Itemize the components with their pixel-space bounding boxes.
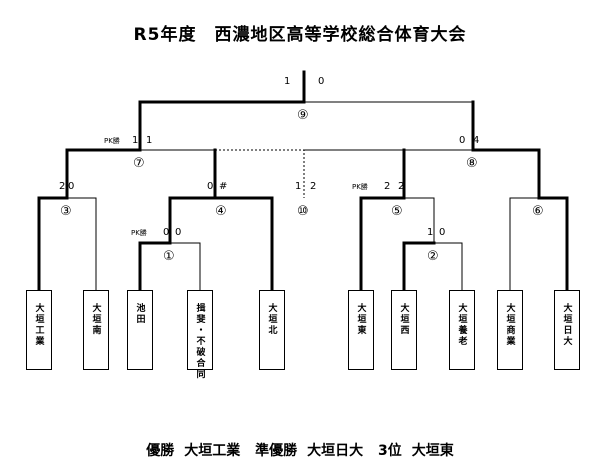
runner-up-team: 大垣日大 (307, 443, 364, 459)
match-label-10: ⑩ (297, 204, 309, 219)
score-m3-left: 2 (59, 181, 66, 192)
match-label-4: ④ (215, 204, 227, 219)
score-m2-right: 0 (439, 227, 446, 238)
team-box: 大垣工業 (26, 290, 52, 370)
team-name: 大垣南 (90, 303, 101, 336)
bracket-m10-dashed (215, 149, 305, 198)
score-m3-right: 0 (68, 181, 75, 192)
team-name: 大垣商業 (504, 303, 515, 347)
team-name: 池田 (134, 303, 145, 325)
runner-up-label: 準優勝 (255, 443, 298, 459)
match-label-5: ⑤ (391, 204, 403, 219)
match-label-2: ② (427, 249, 439, 264)
score-m1-left: 0 (163, 227, 170, 238)
match-label-6: ⑥ (532, 204, 544, 219)
score-m2-left: 1 (427, 227, 434, 238)
pk-note-m7: PK勝 (104, 137, 120, 145)
page-title: R5年度 西濃地区高等学校総合体育大会 (133, 25, 467, 45)
score-m5-right: 2 (398, 181, 405, 192)
team-box: 大垣日大 (554, 290, 580, 370)
match-label-3: ③ (60, 204, 72, 219)
team-box: 池田 (127, 290, 153, 370)
winner-team: 大垣工業 (184, 443, 241, 459)
team-name: 大垣北 (266, 303, 277, 336)
score-m4-right: # (219, 181, 228, 192)
score-m9-right: 0 (318, 76, 325, 87)
pk-note-m5: PK勝 (352, 183, 368, 191)
third-place-label: 3位 (378, 443, 402, 459)
team-box: 大垣東 (348, 290, 374, 370)
team-box: 大垣南 (83, 290, 109, 370)
winner-label: 優勝 (146, 443, 175, 459)
team-box: 大垣北 (259, 290, 285, 370)
score-m8-left: 0 (459, 135, 466, 146)
match-label-7: ⑦ (133, 156, 145, 171)
team-box: 大垣養老 (449, 290, 475, 370)
team-name: 揖斐・不破合同 (194, 303, 205, 380)
team-name: 大垣工業 (33, 303, 44, 347)
team-box: 揖斐・不破合同 (187, 290, 213, 380)
winner-paths (37, 70, 569, 292)
pk-note-m1: PK勝 (131, 229, 147, 237)
score-m7-left: 1 (132, 135, 139, 146)
score-m4-left: 0 (207, 181, 214, 192)
team-name: 大垣西 (398, 303, 409, 336)
score-m7-right: 1 (146, 135, 153, 146)
score-m5-left: 2 (384, 181, 391, 192)
match-label-8: ⑧ (466, 156, 478, 171)
match-label-1: ① (163, 249, 175, 264)
score-m10-right: 2 (310, 181, 317, 192)
team-name: 大垣東 (355, 303, 366, 336)
score-m10-left: 1 (295, 181, 302, 192)
match-label-9: ⑨ (297, 108, 309, 123)
score-m8-right: 4 (473, 135, 480, 146)
third-place-team: 大垣東 (411, 443, 454, 459)
results-line: 優勝大垣工業 準優勝大垣日大 3位大垣東 (0, 440, 600, 460)
team-name: 大垣養老 (456, 303, 467, 347)
team-box: 大垣商業 (497, 290, 523, 370)
score-m9-left: 1 (284, 76, 291, 87)
team-box: 大垣西 (391, 290, 417, 370)
team-name: 大垣日大 (561, 303, 572, 347)
score-m1-right: 0 (175, 227, 182, 238)
